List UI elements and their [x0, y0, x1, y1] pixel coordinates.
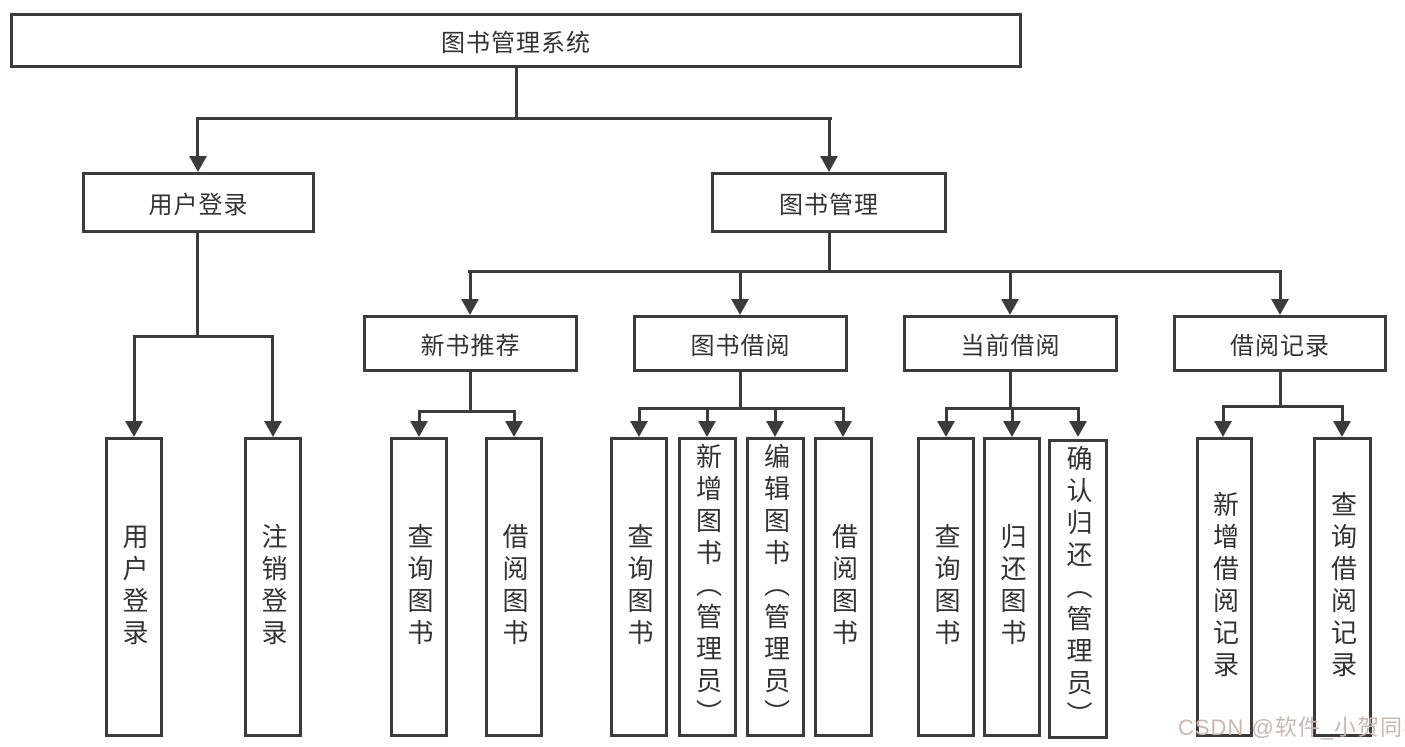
arrowhead-to-book-management [820, 156, 838, 172]
leaf-confirm-return-admin-label: 确认归还（管理员） [1063, 445, 1093, 733]
node-borrowing-records-label: 借阅记录 [1230, 333, 1330, 360]
leaf-logout: 注销登录 [244, 437, 302, 737]
arrowhead-to-current-borrow [1001, 299, 1019, 315]
leaf-query-books-borrowing: 查询图书 [610, 437, 668, 737]
connector-to-current-borrow-stem [1009, 270, 1012, 300]
connector-to-leaf-logout-stem [271, 335, 274, 423]
leaf-add-borrow-record-label: 新增借阅记录 [1209, 491, 1240, 683]
leaf-return-books-label: 归还图书 [997, 523, 1027, 651]
connector-root-bus [196, 117, 832, 120]
connector-new-book-stem [469, 370, 472, 412]
connector-to-leaf-login-stem [133, 335, 136, 423]
connector-user-login-stem [196, 230, 199, 337]
leaf-add-borrow-record: 新增借阅记录 [1196, 437, 1253, 737]
node-book-borrowing-label: 图书借阅 [690, 333, 791, 360]
arrowhead-to-borrow-record [1271, 299, 1289, 315]
arrowhead-to-leaf-query2 [630, 421, 648, 437]
connector-to-leaf-query-record-stem [1341, 405, 1344, 423]
connector-to-leaf-borrow1-stem [513, 410, 516, 423]
arrowhead-to-leaf-query-record [1333, 421, 1351, 437]
csdn-watermark: CSDN @软件_小贺同学 [1178, 715, 1405, 740]
leaf-edit-book-admin: 编辑图书（管理员） [746, 437, 805, 737]
arrowhead-to-leaf-login [125, 421, 143, 437]
leaf-user-login: 用户登录 [105, 437, 163, 737]
arrowhead-to-user-login [189, 156, 207, 172]
node-root-label: 图书管理系统 [441, 30, 591, 57]
connector-to-leaf-add-record-stem [1222, 405, 1225, 423]
connector-book-borrow-bus [638, 407, 845, 410]
connector-to-leaf-add-book-stem [706, 407, 709, 423]
arrowhead-to-leaf-borrow1 [505, 421, 523, 437]
leaf-query-borrow-record-label: 查询借阅记录 [1327, 491, 1358, 683]
connector-to-book-management-stem [828, 117, 831, 157]
connector-user-login-bus [133, 335, 274, 338]
connector-to-user-login-stem [196, 117, 199, 157]
leaf-query-books-recommend-label: 查询图书 [404, 523, 434, 651]
node-book-management: 图书管理 [711, 172, 947, 233]
arrowhead-to-leaf-query1 [410, 421, 428, 437]
arrowhead-to-leaf-edit-book [766, 421, 784, 437]
node-new-book-recommendation: 新书推荐 [363, 315, 578, 372]
arrowhead-to-leaf-logout [264, 421, 282, 437]
leaf-query-books-current: 查询图书 [917, 437, 975, 737]
connector-to-borrow-record-stem [1279, 270, 1282, 300]
leaf-query-books-borrowing-label: 查询图书 [624, 523, 654, 651]
leaf-borrow-books-recommend-label: 借阅图书 [499, 523, 529, 651]
connector-book-management-stem [828, 230, 831, 273]
node-root-system: 图书管理系统 [10, 13, 1022, 68]
node-book-management-label: 图书管理 [779, 192, 879, 219]
connector-to-new-book-stem [469, 270, 472, 300]
leaf-return-books: 归还图书 [983, 437, 1041, 737]
connector-to-leaf-borrow2-stem [842, 407, 845, 423]
connector-to-book-borrow-stem [739, 270, 742, 300]
connector-to-leaf-query3-stem [945, 407, 948, 423]
connector-to-leaf-query2-stem [638, 407, 641, 423]
node-new-book-recommendation-label: 新书推荐 [420, 333, 521, 360]
leaf-user-login-label: 用户登录 [119, 523, 149, 651]
node-current-borrowing: 当前借阅 [903, 315, 1118, 372]
node-borrowing-records: 借阅记录 [1173, 315, 1387, 372]
node-book-borrowing: 图书借阅 [633, 315, 848, 372]
arrowhead-to-book-borrow [731, 299, 749, 315]
leaf-add-book-admin: 新增图书（管理员） [678, 437, 737, 737]
connector-book-borrow-stem [739, 370, 742, 409]
connector-to-leaf-edit-book-stem [774, 407, 777, 423]
connector-to-leaf-confirm-return-stem [1077, 407, 1080, 423]
connector-book-management-bus [468, 270, 1282, 273]
arrowhead-to-leaf-return [1003, 421, 1021, 437]
leaf-add-book-admin-label: 新增图书（管理员） [692, 443, 723, 731]
leaf-borrow-books-recommend: 借阅图书 [485, 437, 543, 737]
connector-borrow-record-bus [1222, 405, 1344, 408]
arrowhead-to-leaf-add-book [698, 421, 716, 437]
connector-new-book-bus [418, 410, 516, 413]
arrowhead-to-leaf-add-record [1214, 421, 1232, 437]
arrowhead-to-leaf-borrow2 [834, 421, 852, 437]
leaf-confirm-return-admin: 确认归还（管理员） [1048, 439, 1108, 739]
leaf-borrow-books-borrowing-label: 借阅图书 [828, 523, 859, 651]
connector-current-borrow-stem [1009, 370, 1012, 409]
leaf-logout-label: 注销登录 [258, 523, 288, 651]
leaf-query-borrow-record: 查询借阅记录 [1313, 437, 1372, 737]
connector-to-leaf-return-stem [1011, 407, 1014, 423]
connector-borrow-record-stem [1279, 370, 1282, 407]
node-user-login-label: 用户登录 [148, 192, 249, 219]
leaf-query-books-current-label: 查询图书 [931, 523, 961, 651]
leaf-query-books-recommend: 查询图书 [390, 437, 448, 737]
connector-root-stem [515, 66, 518, 119]
node-current-borrowing-label: 当前借阅 [960, 333, 1061, 360]
arrowhead-to-leaf-confirm-return [1069, 421, 1087, 437]
connector-to-leaf-query1-stem [418, 410, 421, 423]
leaf-edit-book-admin-label: 编辑图书（管理员） [760, 443, 791, 731]
arrowhead-to-new-book [461, 299, 479, 315]
arrowhead-to-leaf-query3 [937, 421, 955, 437]
leaf-borrow-books-borrowing: 借阅图书 [814, 437, 873, 737]
node-user-login: 用户登录 [82, 172, 315, 233]
